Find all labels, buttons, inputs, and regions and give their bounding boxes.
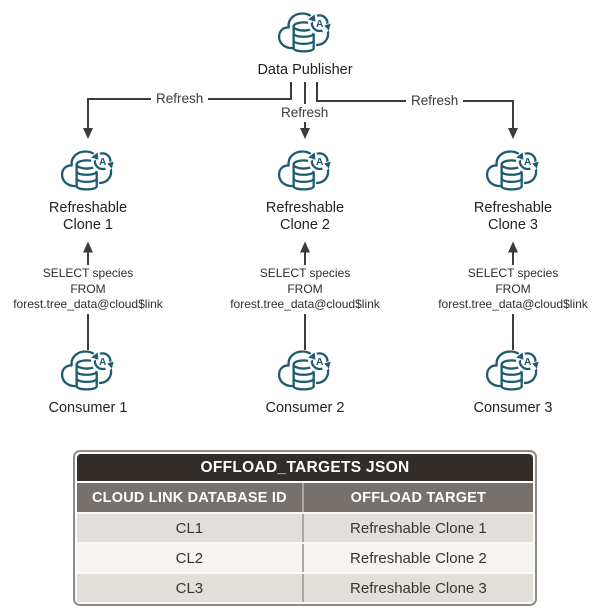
data-publisher-node: Data Publisher [235, 5, 375, 79]
autonomous-database-icon [485, 347, 542, 392]
query-line: SELECT species [467, 266, 559, 280]
clone-3-label: Refreshable Clone 3 [443, 200, 583, 233]
query-line: FROM [287, 281, 323, 296]
autonomous-database-icon [277, 147, 334, 192]
cell-database-id: CL2 [77, 544, 302, 572]
clone-3-label-line2: Clone 3 [488, 216, 538, 233]
autonomous-database-icon [60, 147, 117, 192]
consumer-2-node: Consumer 2 [235, 343, 375, 417]
clone-2-label-line1: Refreshable [265, 200, 345, 216]
offload-targets-table: OFFLOAD_TARGETS JSON CLOUD LINK DATABASE… [73, 450, 537, 606]
arrowhead-down-1 [83, 128, 93, 139]
arrowhead-up-2 [300, 241, 310, 253]
query-text-2: SELECT species FROM forest.tree_data@clo… [205, 265, 405, 314]
data-publisher-label: Data Publisher [257, 62, 353, 78]
arrowhead-up-3 [508, 241, 518, 253]
cell-offload-target: Refreshable Clone 2 [301, 544, 533, 572]
refreshable-clone-2-node: Refreshable Clone 2 [235, 143, 375, 233]
query-text-1: SELECT species FROM forest.tree_data@clo… [0, 265, 188, 314]
cell-offload-target: Refreshable Clone 1 [301, 514, 533, 542]
cell-database-id: CL3 [77, 574, 302, 602]
autonomous-database-icon [485, 147, 542, 192]
cell-offload-target: Refreshable Clone 3 [301, 574, 533, 602]
arrowhead-down-2 [300, 128, 310, 139]
refresh-label-right: Refresh [406, 92, 464, 110]
consumer-1-node: Consumer 1 [18, 343, 158, 417]
query-line: forest.tree_data@cloud$link [230, 297, 380, 311]
consumer-3-label: Consumer 3 [473, 400, 553, 416]
column-header-offload-target: OFFLOAD TARGET [301, 483, 533, 512]
autonomous-database-icon [277, 9, 334, 54]
query-line: SELECT species [259, 266, 351, 280]
consumer-1-label: Consumer 1 [48, 400, 128, 416]
autonomous-database-icon [277, 347, 334, 392]
table-title: OFFLOAD_TARGETS JSON [77, 454, 533, 481]
clone-1-label: Refreshable Clone 1 [18, 200, 158, 233]
refresh-label-middle: Refresh [276, 104, 334, 122]
clone-3-label-line1: Refreshable [473, 200, 553, 216]
arrowhead-up-1 [83, 241, 93, 253]
table-row: CL3 Refreshable Clone 3 [77, 574, 533, 602]
query-text-3: SELECT species FROM forest.tree_data@clo… [413, 265, 610, 314]
consumer-2-label: Consumer 2 [265, 400, 345, 416]
query-line: FROM [495, 281, 531, 296]
table-header-row: CLOUD LINK DATABASE ID OFFLOAD TARGET [77, 483, 533, 512]
autonomous-database-icon [60, 347, 117, 392]
query-line: forest.tree_data@cloud$link [438, 297, 588, 311]
consumer-3-node: Consumer 3 [443, 343, 583, 417]
table-row: CL2 Refreshable Clone 2 [77, 544, 533, 572]
refreshable-clone-1-node: Refreshable Clone 1 [18, 143, 158, 233]
clone-1-label-line2: Clone 1 [63, 216, 113, 233]
query-line: FROM [70, 281, 106, 296]
cell-database-id: CL1 [77, 514, 302, 542]
clone-2-label: Refreshable Clone 2 [235, 200, 375, 233]
query-line: forest.tree_data@cloud$link [13, 297, 163, 311]
column-header-cloud-link-id: CLOUD LINK DATABASE ID [77, 483, 302, 512]
table-row: CL1 Refreshable Clone 1 [77, 514, 533, 542]
clone-1-label-line1: Refreshable [48, 200, 128, 216]
table-title-row: OFFLOAD_TARGETS JSON [77, 454, 533, 481]
clone-2-label-line2: Clone 2 [280, 216, 330, 233]
arrowhead-down-3 [508, 128, 518, 139]
refresh-label-left: Refresh [151, 90, 209, 108]
query-line: SELECT species [42, 266, 134, 280]
refreshable-clone-3-node: Refreshable Clone 3 [443, 143, 583, 233]
